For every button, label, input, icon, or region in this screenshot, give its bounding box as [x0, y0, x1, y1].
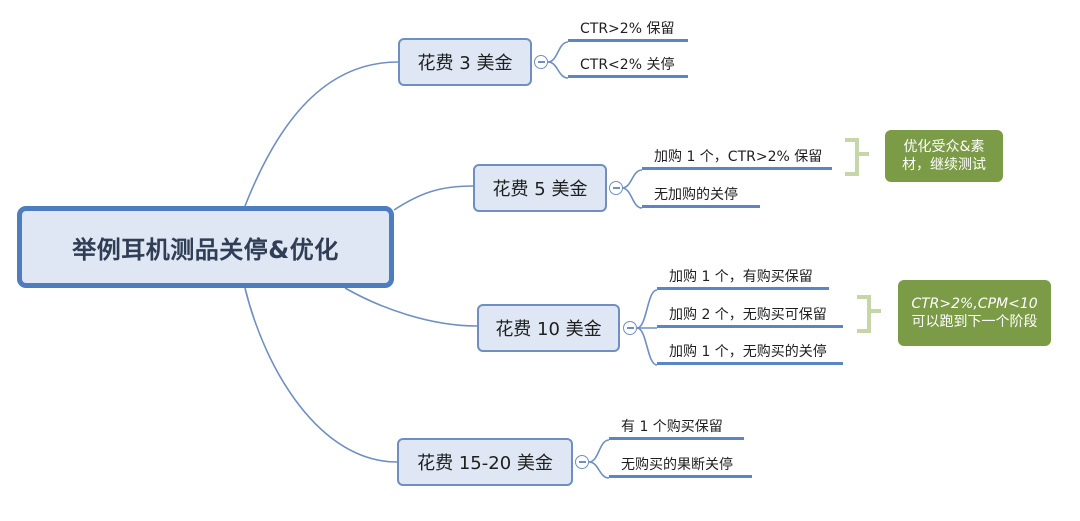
root-topic-label: 举例耳机测品关停&优化	[72, 235, 339, 264]
leaf-label: 加购 1 个，有购买保留	[669, 269, 813, 285]
leaf-label: 加购 2 个，无购买可保留	[669, 307, 827, 323]
leaf-node[interactable]: 加购 1 个，有购买保留	[657, 268, 829, 290]
leaf-label: 加购 1 个，无购买的关停	[669, 344, 827, 360]
note-optimize[interactable]: 优化受众&素 材，继续测试	[885, 130, 1003, 182]
leaf-label: 有 1 个购买保留	[621, 419, 723, 435]
note-line: 优化受众&素	[903, 139, 985, 155]
leaf-node[interactable]: 加购 1 个，无购买的关停	[657, 343, 843, 365]
note-line: 材，继续测试	[902, 157, 986, 173]
leaf-node[interactable]: CTR<2% 关停	[568, 56, 688, 78]
collapse-toggle-icon[interactable]	[575, 455, 589, 469]
leaf-label: CTR<2% 关停	[580, 57, 675, 73]
branch-label: 花费 15-20 美金	[417, 453, 553, 474]
connector-root-branch4	[244, 287, 398, 463]
connector-root-branch1	[244, 61, 399, 207]
collapse-toggle-icon[interactable]	[534, 55, 548, 69]
leaf-node[interactable]: CTR>2% 保留	[568, 20, 688, 42]
leaf-label: 无加购的关停	[654, 187, 738, 203]
note-next-stage[interactable]: CTR>2%,CPM<10 可以跑到下一个阶段	[898, 280, 1051, 346]
note-line: 可以跑到下一个阶段	[911, 314, 1038, 330]
leaf-node[interactable]: 加购 2 个，无购买可保留	[657, 306, 843, 328]
root-topic[interactable]: 举例耳机测品关停&优化	[17, 206, 394, 288]
branch-node-15-20usd[interactable]: 花费 15-20 美金	[397, 438, 573, 486]
leaf-label: CTR>2% 保留	[580, 21, 675, 37]
collapse-toggle-icon[interactable]	[609, 181, 623, 195]
leaf-label: 加购 1 个，CTR>2% 保留	[654, 149, 823, 165]
note-line: CTR>2%,CPM<10	[911, 296, 1038, 312]
branch-node-5usd[interactable]: 花费 5 美金	[473, 164, 607, 212]
leaf-node[interactable]: 无加购的关停	[642, 186, 760, 208]
collapse-toggle-icon[interactable]	[623, 321, 637, 335]
branch-label: 花费 3 美金	[417, 53, 513, 74]
branch-node-3usd[interactable]: 花费 3 美金	[398, 38, 532, 86]
branch-node-10usd[interactable]: 花费 10 美金	[477, 304, 620, 352]
leaf-node[interactable]: 无购买的果断关停	[609, 456, 752, 478]
branch-label: 花费 10 美金	[495, 319, 602, 340]
leaf-node[interactable]: 加购 1 个，CTR>2% 保留	[642, 148, 832, 170]
branch-label: 花费 5 美金	[492, 179, 588, 200]
leaf-label: 无购买的果断关停	[621, 457, 733, 473]
connector-root-branch2	[393, 185, 474, 211]
brace-icon	[857, 295, 881, 333]
brace-icon	[845, 138, 869, 176]
connector-root-branch3	[344, 287, 478, 327]
leaf-node[interactable]: 有 1 个购买保留	[609, 418, 744, 440]
